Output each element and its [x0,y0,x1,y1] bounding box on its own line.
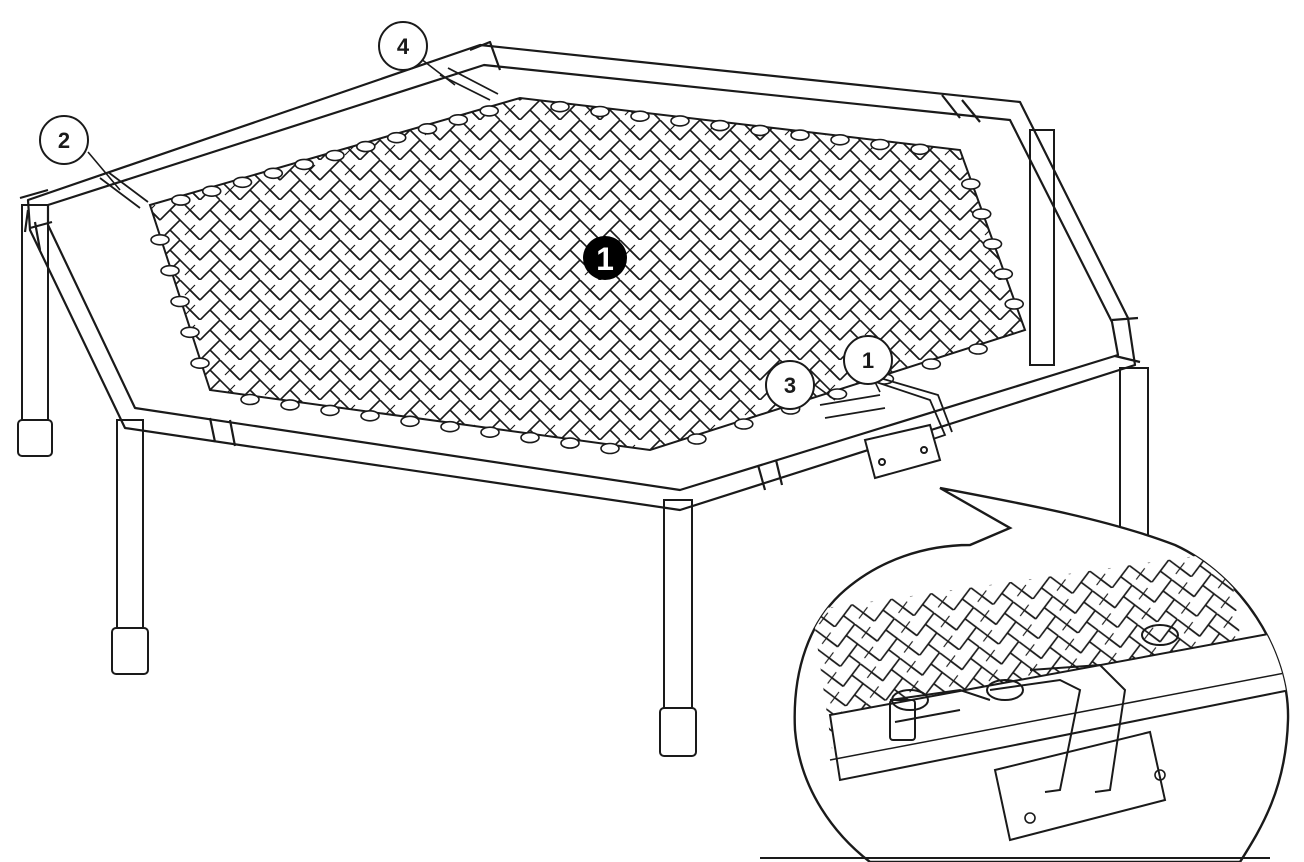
callout-1-label: 1 [862,348,874,373]
spring-ring-44 [160,264,180,277]
leg-front-left [116,419,144,646]
callout-4: 4 [378,21,428,71]
spring-ring-39 [827,388,848,400]
spring-ring-31 [440,420,460,433]
spring-ring-20 [910,143,930,156]
spring-ring-6 [355,140,376,153]
spring-ring-0 [171,194,191,206]
spring-ring-3 [263,167,284,180]
spring-ring-47 [190,357,210,370]
spring-ring-18 [830,134,850,146]
foot-front-left [111,627,149,675]
callout-2: 2 [39,115,89,165]
step-marker-label: 1 [596,241,614,277]
spring-ring-2 [232,176,253,189]
mat-surface [148,96,1027,452]
callout-4-label: 4 [397,34,410,59]
spring-ring-9 [448,114,469,126]
spring-ring-4 [294,158,315,171]
spring-ring-10 [479,105,500,117]
mat [148,96,1027,452]
detail-zoom [760,486,1290,862]
spring-ring-7 [386,131,407,144]
foot-back-left [17,419,53,457]
spring-ring-11 [550,100,570,113]
spring-ring-19 [870,138,890,151]
spring-ring-27 [280,399,300,411]
spring-ring-25 [1004,298,1025,310]
spring-ring-24 [993,268,1014,280]
spring-ring-23 [982,238,1003,250]
callout-3: 3 [765,360,815,410]
step-marker: 1 [583,236,627,280]
spring-ring-13 [630,110,650,122]
spring-ring-43 [150,234,170,246]
spring-ring-45 [170,295,190,308]
callout-2-label: 2 [58,128,70,153]
leg-back-right [1119,367,1149,539]
callout-1: 1 [843,335,893,385]
frame [19,40,1141,512]
spring-ring-37 [733,418,754,430]
callout-3-label: 3 [784,373,796,398]
mount-bracket [863,423,942,480]
spring-ring-17 [790,129,810,141]
spring-ring-8 [417,123,438,135]
spring-ring-33 [520,431,540,444]
spring-ring-30 [400,415,420,428]
spring-ring-28 [320,404,340,417]
spring-ring-12 [590,105,610,118]
spring-ring-16 [750,124,770,137]
spring-ring-34 [560,437,580,449]
spring-ring-26 [240,393,260,406]
spring-ring-29 [360,409,380,422]
spring-ring-1 [201,185,222,197]
spring-ring-15 [710,119,730,132]
foot-front-right [659,707,697,757]
spring-ring-21 [960,178,981,190]
spring-ring-5 [325,149,345,162]
spring-rings [150,100,1025,455]
spring-ring-41 [921,358,942,370]
leg-front-right [663,499,693,716]
spring-ring-32 [480,426,500,439]
spring-ring-22 [971,208,992,220]
spring-ring-35 [600,442,620,455]
spring-ring-46 [180,326,200,339]
springs [99,67,953,441]
spring-ring-42 [968,343,988,355]
legs [17,129,1149,757]
spring-ring-14 [670,115,690,127]
spring-ring-36 [687,433,707,445]
